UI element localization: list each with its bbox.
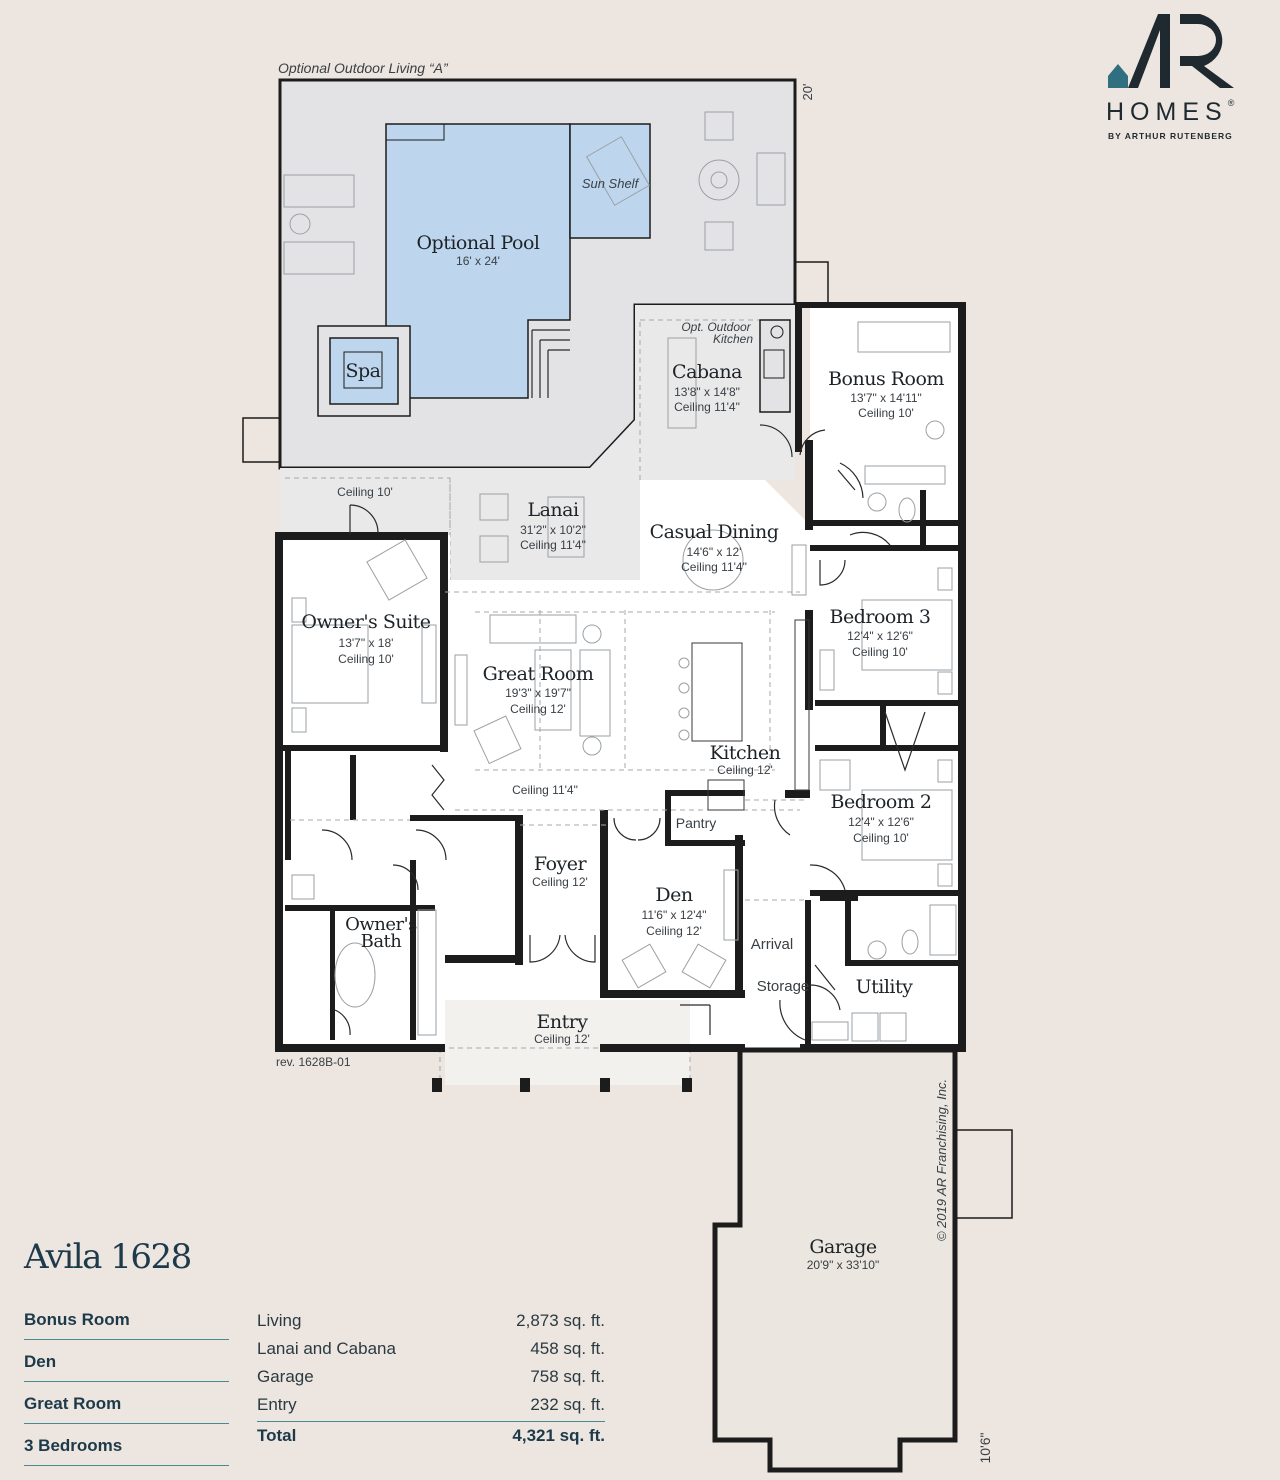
utility-name: Utility [856, 976, 914, 998]
spa [329, 337, 399, 405]
cabana-name: Cabana [672, 361, 742, 383]
hall-ceiling: Ceiling 11'4" [512, 783, 578, 797]
great-room-ceiling: Ceiling 12' [510, 702, 566, 716]
ar-logo-mark [1108, 14, 1234, 88]
cabana-ceiling: Ceiling 11'4" [674, 400, 740, 414]
outdoor-living-label: Optional Outdoor Living “A” [278, 60, 449, 76]
lanai-ceiling: Ceiling 11'4" [520, 538, 586, 552]
bedroom3-dims: 12'4" x 12'6" [847, 629, 913, 643]
garage-dims: 20'9" x 33'10" [807, 1258, 880, 1272]
entry-name: Entry [536, 1011, 588, 1033]
great-room-name: Great Room [483, 663, 594, 685]
sqft-label: Living [257, 1311, 302, 1330]
pantry-label: Pantry [676, 815, 716, 831]
feature-item: Den [24, 1342, 229, 1382]
kitchen-name: Kitchen [710, 742, 781, 764]
den-dims: 11'6" x 12'4" [642, 908, 707, 922]
sqft-value: 758 sq. ft. [530, 1367, 605, 1386]
sqft-label: Lanai and Cabana [257, 1339, 396, 1358]
owners-bath-line2: Bath [361, 931, 403, 952]
entry-ceiling: Ceiling 12' [534, 1032, 590, 1046]
cabana-dims: 13'8" x 14'8" [674, 385, 740, 399]
bedroom2-ceiling: Ceiling 10' [853, 831, 909, 845]
owners-bath-line1: Owner's [345, 914, 417, 935]
feature-item: 3 Bedrooms [24, 1426, 229, 1466]
sqft-label: Garage [257, 1367, 314, 1386]
registered-mark: ® [1227, 98, 1235, 108]
foyer-name: Foyer [534, 853, 588, 875]
sqft-row: Living 2,873 sq. ft. [257, 1307, 605, 1335]
foyer-ceiling: Ceiling 12' [532, 875, 588, 889]
copyright: © 2019 AR Franchising, Inc. [934, 1079, 949, 1241]
sqft-row: Garage 758 sq. ft. [257, 1363, 605, 1391]
ar-homes-logo: HOMES® BY ARTHUR RUTENBERG [1100, 6, 1250, 142]
spa-label: Spa [345, 360, 380, 382]
dim-10-6: 10'6" [977, 1432, 993, 1463]
sqft-label: Entry [257, 1395, 297, 1414]
kitchen-ceiling: Ceiling 12' [717, 763, 773, 777]
revision-label: rev. 1628B-01 [276, 1055, 351, 1069]
bedroom2-dims: 12'4" x 12'6" [848, 815, 914, 829]
brand-byline: BY ARTHUR RUTENBERG [1108, 131, 1233, 141]
interior-walls [280, 440, 960, 1045]
entry-porch [445, 1000, 690, 1085]
sun-shelf-label: Sun Shelf [582, 176, 640, 191]
square-footage-table: Living 2,873 sq. ft. Lanai and Cabana 45… [257, 1307, 605, 1450]
sqft-total-row: Total 4,321 sq. ft. [257, 1421, 605, 1450]
casual-dining-ceiling: Ceiling 11'4" [681, 560, 747, 574]
bedroom2-name: Bedroom 2 [831, 791, 932, 813]
bedroom3-ceiling: Ceiling 10' [852, 645, 908, 659]
sqft-total-value: 4,321 sq. ft. [512, 1426, 605, 1445]
sqft-value: 232 sq. ft. [530, 1395, 605, 1414]
feature-list: Bonus Room Den Great Room 3 Bedrooms [24, 1300, 229, 1468]
owners-suite-name: Owner's Suite [301, 611, 430, 633]
feature-item: Great Room [24, 1384, 229, 1424]
sqft-row: Entry 232 sq. ft. [257, 1391, 605, 1419]
owners-suite-dims: 13'7" x 18' [339, 636, 394, 650]
sqft-total-label: Total [257, 1426, 297, 1445]
lanai-name: Lanai [527, 499, 579, 521]
great-room-dims: 19'3" x 19'7" [505, 686, 571, 700]
sqft-value: 458 sq. ft. [530, 1339, 605, 1358]
deck-furniture [283, 111, 786, 275]
owners-suite-ceiling: Ceiling 10' [338, 652, 394, 666]
sqft-row: Lanai and Cabana 458 sq. ft. [257, 1335, 605, 1363]
house-interior [280, 305, 965, 1050]
garage-name: Garage [809, 1236, 877, 1258]
arrival-label: Arrival [751, 936, 794, 953]
bonus-room-dims: 13'7" x 14'11" [850, 391, 922, 405]
model-name: Avila 1628 [24, 1237, 192, 1277]
interior-furniture [291, 321, 957, 1042]
lanai-dims: 31'2" x 10'2" [520, 523, 586, 537]
dim-20: 20' [800, 84, 815, 101]
opt-kitchen-line1: Opt. Outdoor [681, 320, 751, 334]
homes-wordmark: HOMES [1106, 98, 1228, 126]
lanai-area [280, 305, 795, 580]
storage-label: Storage [757, 978, 810, 995]
casual-dining-name: Casual Dining [650, 521, 779, 543]
casual-dining-dims: 14'6" x 12' [687, 545, 742, 559]
sun-shelf [569, 123, 651, 239]
opt-kitchen-line2: Kitchen [713, 332, 753, 346]
bonus-room-ceiling: Ceiling 10' [858, 406, 914, 420]
sqft-value: 2,873 sq. ft. [516, 1311, 605, 1330]
pool-dims: 16' x 24' [456, 254, 500, 268]
pool-coping [385, 123, 445, 141]
garage [712, 1047, 958, 1473]
bedroom3-name: Bedroom 3 [830, 606, 931, 628]
exterior-walls [275, 302, 966, 1052]
den-ceiling: Ceiling 12' [646, 924, 702, 938]
pool-name: Optional Pool [416, 232, 539, 254]
feature-item: Bonus Room [24, 1300, 229, 1340]
bonus-room-name: Bonus Room [828, 368, 944, 390]
lanai-left-ceiling: Ceiling 10' [337, 485, 393, 499]
doors [321, 424, 926, 1041]
den-name: Den [655, 884, 692, 906]
